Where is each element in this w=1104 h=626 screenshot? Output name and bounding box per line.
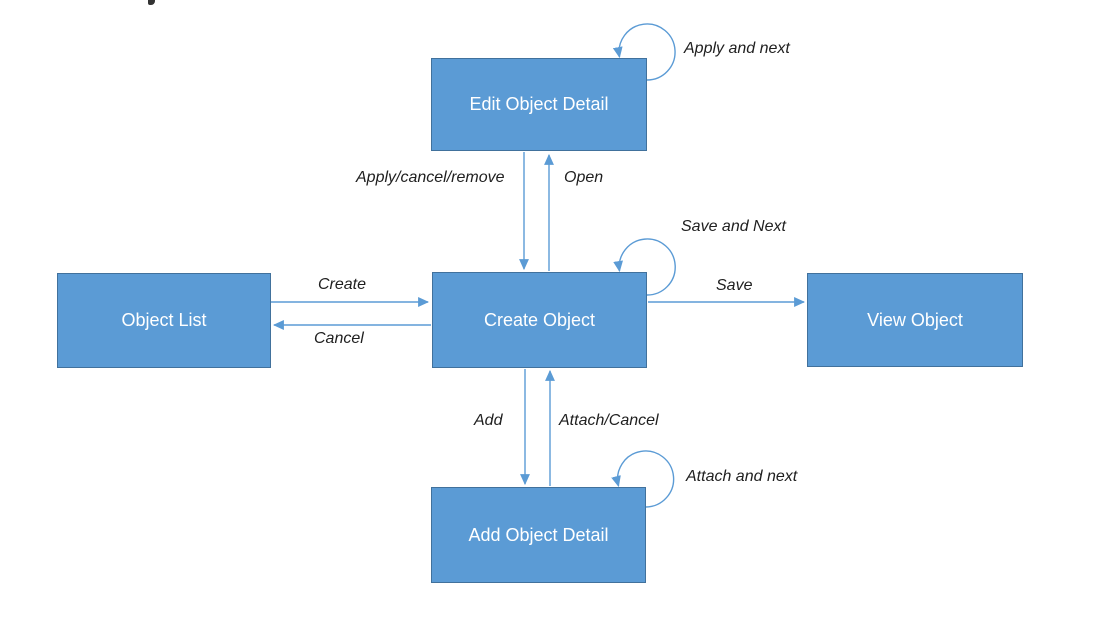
loop-label-save-and-next: Save and Next <box>681 218 786 235</box>
node-object-list: Object List <box>57 273 271 368</box>
node-add-object-detail: Add Object Detail <box>431 487 646 583</box>
loop-label-attach-and-next: Attach and next <box>686 468 798 485</box>
node-create-object: Create Object <box>432 272 647 368</box>
edge-label-add: Add <box>474 412 503 429</box>
edge-label-save: Save <box>716 277 753 294</box>
edge-label-attach-cancel: Attach/Cancel <box>559 412 659 429</box>
edge-label-cancel: Cancel <box>314 330 364 347</box>
node-view-object: View Object <box>807 273 1023 367</box>
cropped-glyph-fragment <box>148 0 155 5</box>
self-loop-apply-and-next <box>612 23 676 81</box>
node-edit-object-detail: Edit Object Detail <box>431 58 647 151</box>
edge-label-create: Create <box>318 276 367 293</box>
self-loop-save-and-next <box>613 238 676 296</box>
edge-label-open: Open <box>564 169 604 186</box>
edge-label-apply-cancel-remove: Apply/cancel/remove <box>356 169 505 186</box>
loop-label-apply-and-next: Apply and next <box>684 40 790 57</box>
self-loop-attach-and-next <box>611 450 675 508</box>
